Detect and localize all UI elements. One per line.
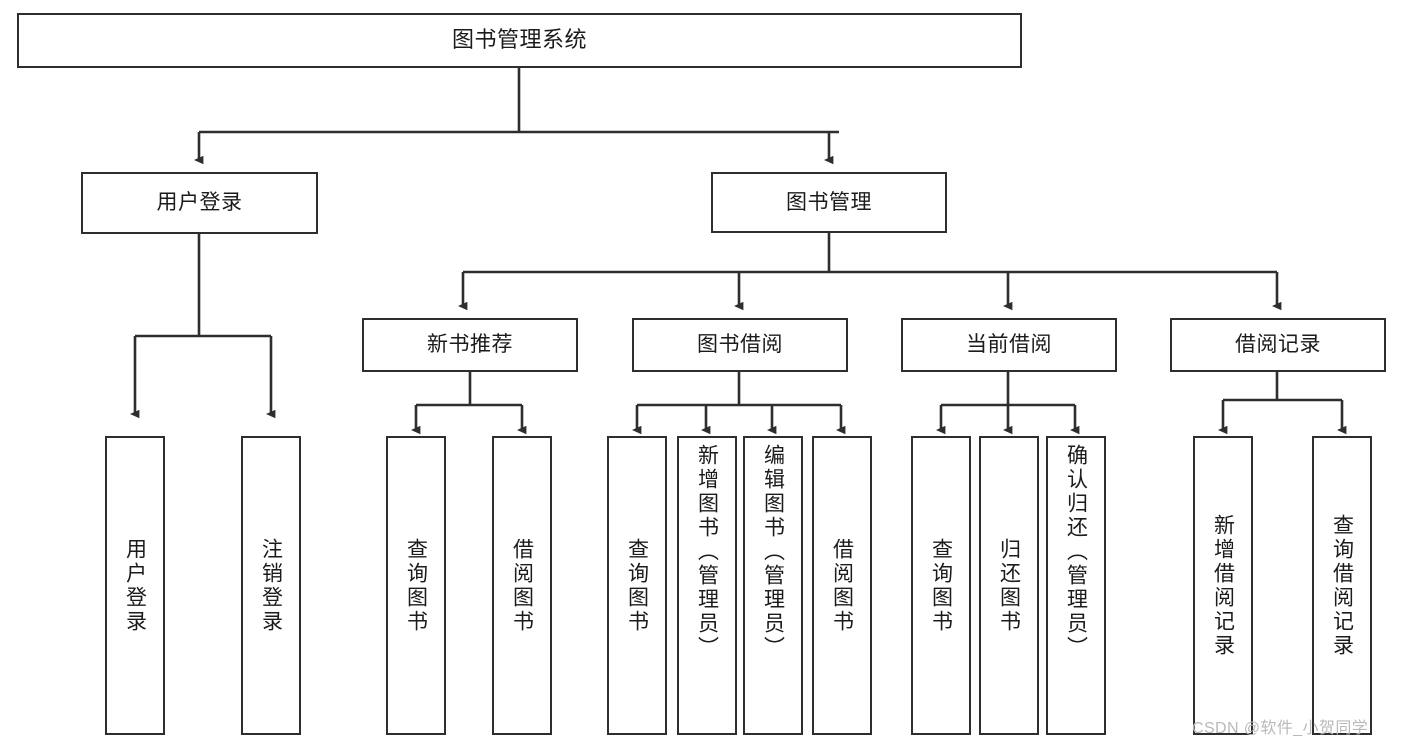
- node-label: 用户登录: [123, 537, 147, 634]
- node-label: 用户登录: [156, 191, 243, 215]
- node-label: 查询借阅记录: [1330, 513, 1354, 658]
- node-label: 图书管理: [786, 190, 872, 214]
- node-new-book-recommendation[interactable]: 新书推荐: [362, 318, 578, 372]
- leaf-query-book-borrowing[interactable]: 查询图书: [607, 436, 667, 735]
- node-current-borrowing[interactable]: 当前借阅: [901, 318, 1117, 372]
- leaf-add-borrow-record[interactable]: 新增借阅记录: [1193, 436, 1253, 735]
- node-label: 查询图书: [929, 537, 953, 634]
- node-label: 查询图书: [404, 537, 428, 634]
- node-label: 借阅图书: [830, 537, 854, 634]
- node-root-system[interactable]: 图书管理系统: [17, 13, 1022, 68]
- node-label: 图书管理系统: [451, 27, 587, 53]
- node-label: 新书推荐: [427, 333, 513, 357]
- leaf-borrow-book-recommendation[interactable]: 借阅图书: [492, 436, 552, 735]
- leaf-query-book-recommendation[interactable]: 查询图书: [386, 436, 446, 735]
- leaf-query-borrow-record[interactable]: 查询借阅记录: [1312, 436, 1372, 735]
- leaf-add-book-admin[interactable]: 新增图书（管理员）: [677, 436, 737, 735]
- node-label: 编辑图书（管理员）: [761, 444, 785, 660]
- csdn-watermark: CSDN @软件_小贺同学: [1192, 720, 1369, 737]
- node-label: 确认归还（管理员）: [1064, 444, 1088, 660]
- leaf-logout[interactable]: 注销登录: [241, 436, 301, 735]
- node-label: 借阅记录: [1235, 333, 1321, 357]
- node-label: 当前借阅: [966, 333, 1052, 357]
- node-label: 图书借阅: [697, 333, 783, 357]
- leaf-return-book[interactable]: 归还图书: [979, 436, 1039, 735]
- node-label: 新增图书（管理员）: [695, 444, 719, 660]
- leaf-user-login[interactable]: 用户登录: [105, 436, 165, 735]
- node-book-management[interactable]: 图书管理: [711, 172, 947, 233]
- node-label: 借阅图书: [510, 537, 534, 634]
- leaf-borrow-book-borrowing[interactable]: 借阅图书: [812, 436, 872, 735]
- leaf-query-book-current[interactable]: 查询图书: [911, 436, 971, 735]
- node-book-borrowing[interactable]: 图书借阅: [632, 318, 848, 372]
- node-label: 注销登录: [259, 537, 283, 634]
- node-label: 新增借阅记录: [1211, 513, 1235, 658]
- node-borrow-records[interactable]: 借阅记录: [1170, 318, 1386, 372]
- leaf-edit-book-admin[interactable]: 编辑图书（管理员）: [743, 436, 803, 735]
- node-label: 查询图书: [625, 537, 649, 634]
- node-label: 归还图书: [997, 537, 1021, 634]
- node-user-login[interactable]: 用户登录: [81, 172, 318, 234]
- leaf-confirm-return-admin[interactable]: 确认归还（管理员）: [1046, 436, 1106, 735]
